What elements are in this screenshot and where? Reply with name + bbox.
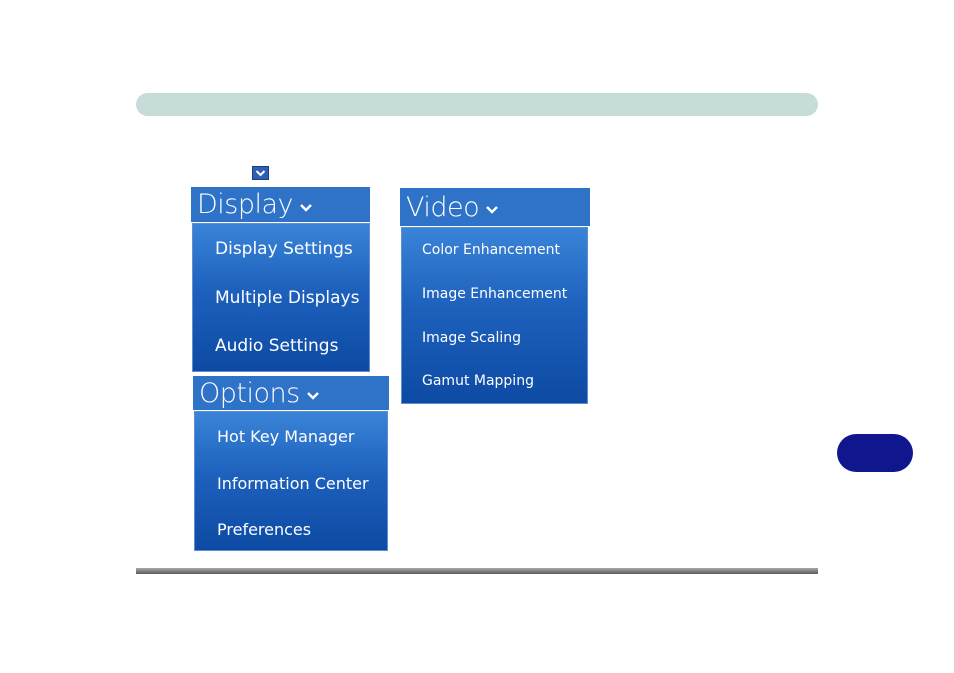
menu-item-image-enhancement[interactable]: Image Enhancement: [422, 286, 568, 302]
menu-item-hot-key-manager[interactable]: Hot Key Manager: [217, 427, 355, 446]
footer-rule: [136, 568, 818, 574]
chevron-down-icon: [486, 206, 499, 214]
display-menu-panel: Display Settings Multiple Displays Audio…: [192, 223, 370, 372]
menu-item-gamut-mapping[interactable]: Gamut Mapping: [422, 373, 534, 389]
menu-item-color-enhancement[interactable]: Color Enhancement: [422, 242, 560, 258]
menu-item-display-settings[interactable]: Display Settings: [215, 239, 353, 259]
menu-item-preferences[interactable]: Preferences: [217, 520, 312, 539]
options-menu-header[interactable]: Options: [193, 376, 389, 410]
menu-item-image-scaling[interactable]: Image Scaling: [422, 330, 521, 346]
display-menu-title: Display: [197, 189, 294, 220]
menu-item-multiple-displays[interactable]: Multiple Displays: [215, 288, 360, 308]
options-menu-panel: Hot Key Manager Information Center Prefe…: [194, 411, 388, 551]
display-menu-header[interactable]: Display: [191, 187, 370, 222]
chevron-down-icon: [306, 392, 319, 400]
video-menu-header[interactable]: Video: [400, 188, 590, 226]
menu-item-information-center[interactable]: Information Center: [217, 474, 369, 493]
video-menu-title: Video: [406, 191, 480, 223]
options-menu-title: Options: [199, 377, 300, 409]
video-menu-panel: Color Enhancement Image Enhancement Imag…: [401, 227, 588, 404]
page-header-bar: [136, 93, 818, 116]
chevron-down-icon[interactable]: [252, 166, 269, 180]
chevron-down-icon: [300, 203, 312, 212]
menu-item-audio-settings[interactable]: Audio Settings: [215, 336, 339, 356]
page-number-badge: [837, 434, 913, 472]
